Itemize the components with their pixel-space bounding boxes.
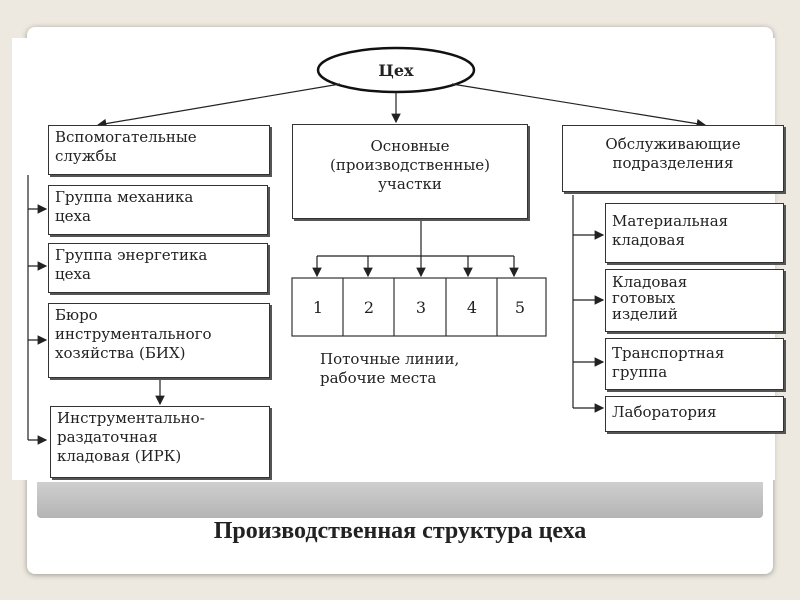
main-sections-box: Основные (производственные) участки [292,124,528,219]
energy-group-box: Группа энергетика цеха [48,243,268,293]
title-band [37,482,763,518]
flow-lines-caption: Поточные линии, рабочие места [320,350,460,387]
line-number-5: 5 [514,298,526,317]
tool-bureau-box: Бюро инструментального хозяйства (БИХ) [48,303,270,378]
finished-goods-storage-box: Кладовая готовых изделий [605,269,784,332]
line-number-1: 1 [312,298,324,317]
slide-title: Производственная структура цеха [213,518,587,544]
transport-group-box: Транспортная группа [605,338,784,390]
root-label: Цех [378,61,414,80]
mechanic-group-box: Группа механика цеха [48,185,268,235]
auxiliary-services-box: Вспомогательные службы [48,125,270,175]
line-number-2: 2 [363,298,375,317]
tool-storage-box: Инструментально- раздаточная кладовая (И… [50,406,270,478]
line-number-3: 3 [415,298,427,317]
laboratory-box: Лаборатория [605,396,784,432]
line-number-4: 4 [466,298,478,317]
material-storage-box: Материальная кладовая [605,203,784,263]
service-units-box: Обслуживающие подразделения [562,125,784,192]
